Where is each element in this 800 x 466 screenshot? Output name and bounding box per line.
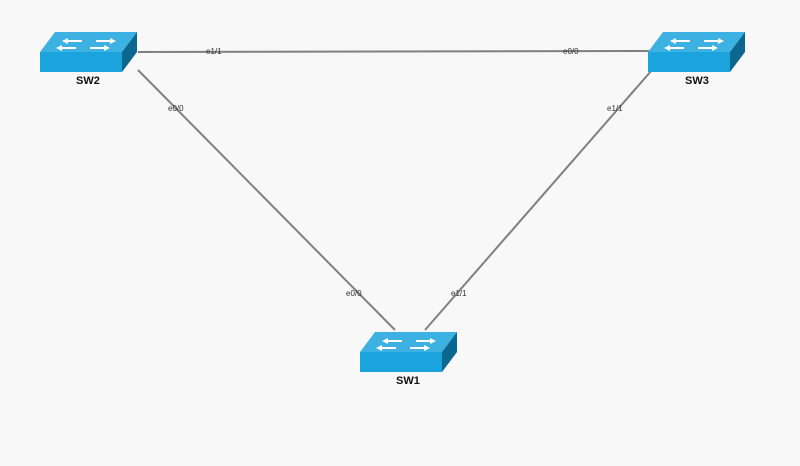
port-label-sw2-e0-0: e0/0 [168,104,184,113]
device-name-sw1: SW1 [396,375,420,387]
port-label-sw3-e1-1: e1/1 [607,104,623,113]
switch-sw3[interactable]: SW3 [648,32,745,87]
link-sw3-sw1[interactable] [424,69,653,331]
port-label-sw1-e0-0: e0/0 [346,289,362,298]
port-label-sw2-e1-1: e1/1 [206,47,222,56]
device-name-sw2: SW2 [76,75,100,87]
port-label-sw1-e1-1: e1/1 [451,289,467,298]
switch-icon [360,332,457,372]
switch-sw1[interactable]: SW1 [360,332,457,387]
switch-icon [40,32,137,72]
switch-sw2[interactable]: SW2 [40,32,137,87]
switch-icon [648,32,745,72]
link-sw2-sw3[interactable] [137,50,651,53]
device-name-sw3: SW3 [685,75,709,87]
link-sw2-sw1[interactable] [137,69,396,331]
port-label-sw3-e0-0: e0/0 [563,47,579,56]
